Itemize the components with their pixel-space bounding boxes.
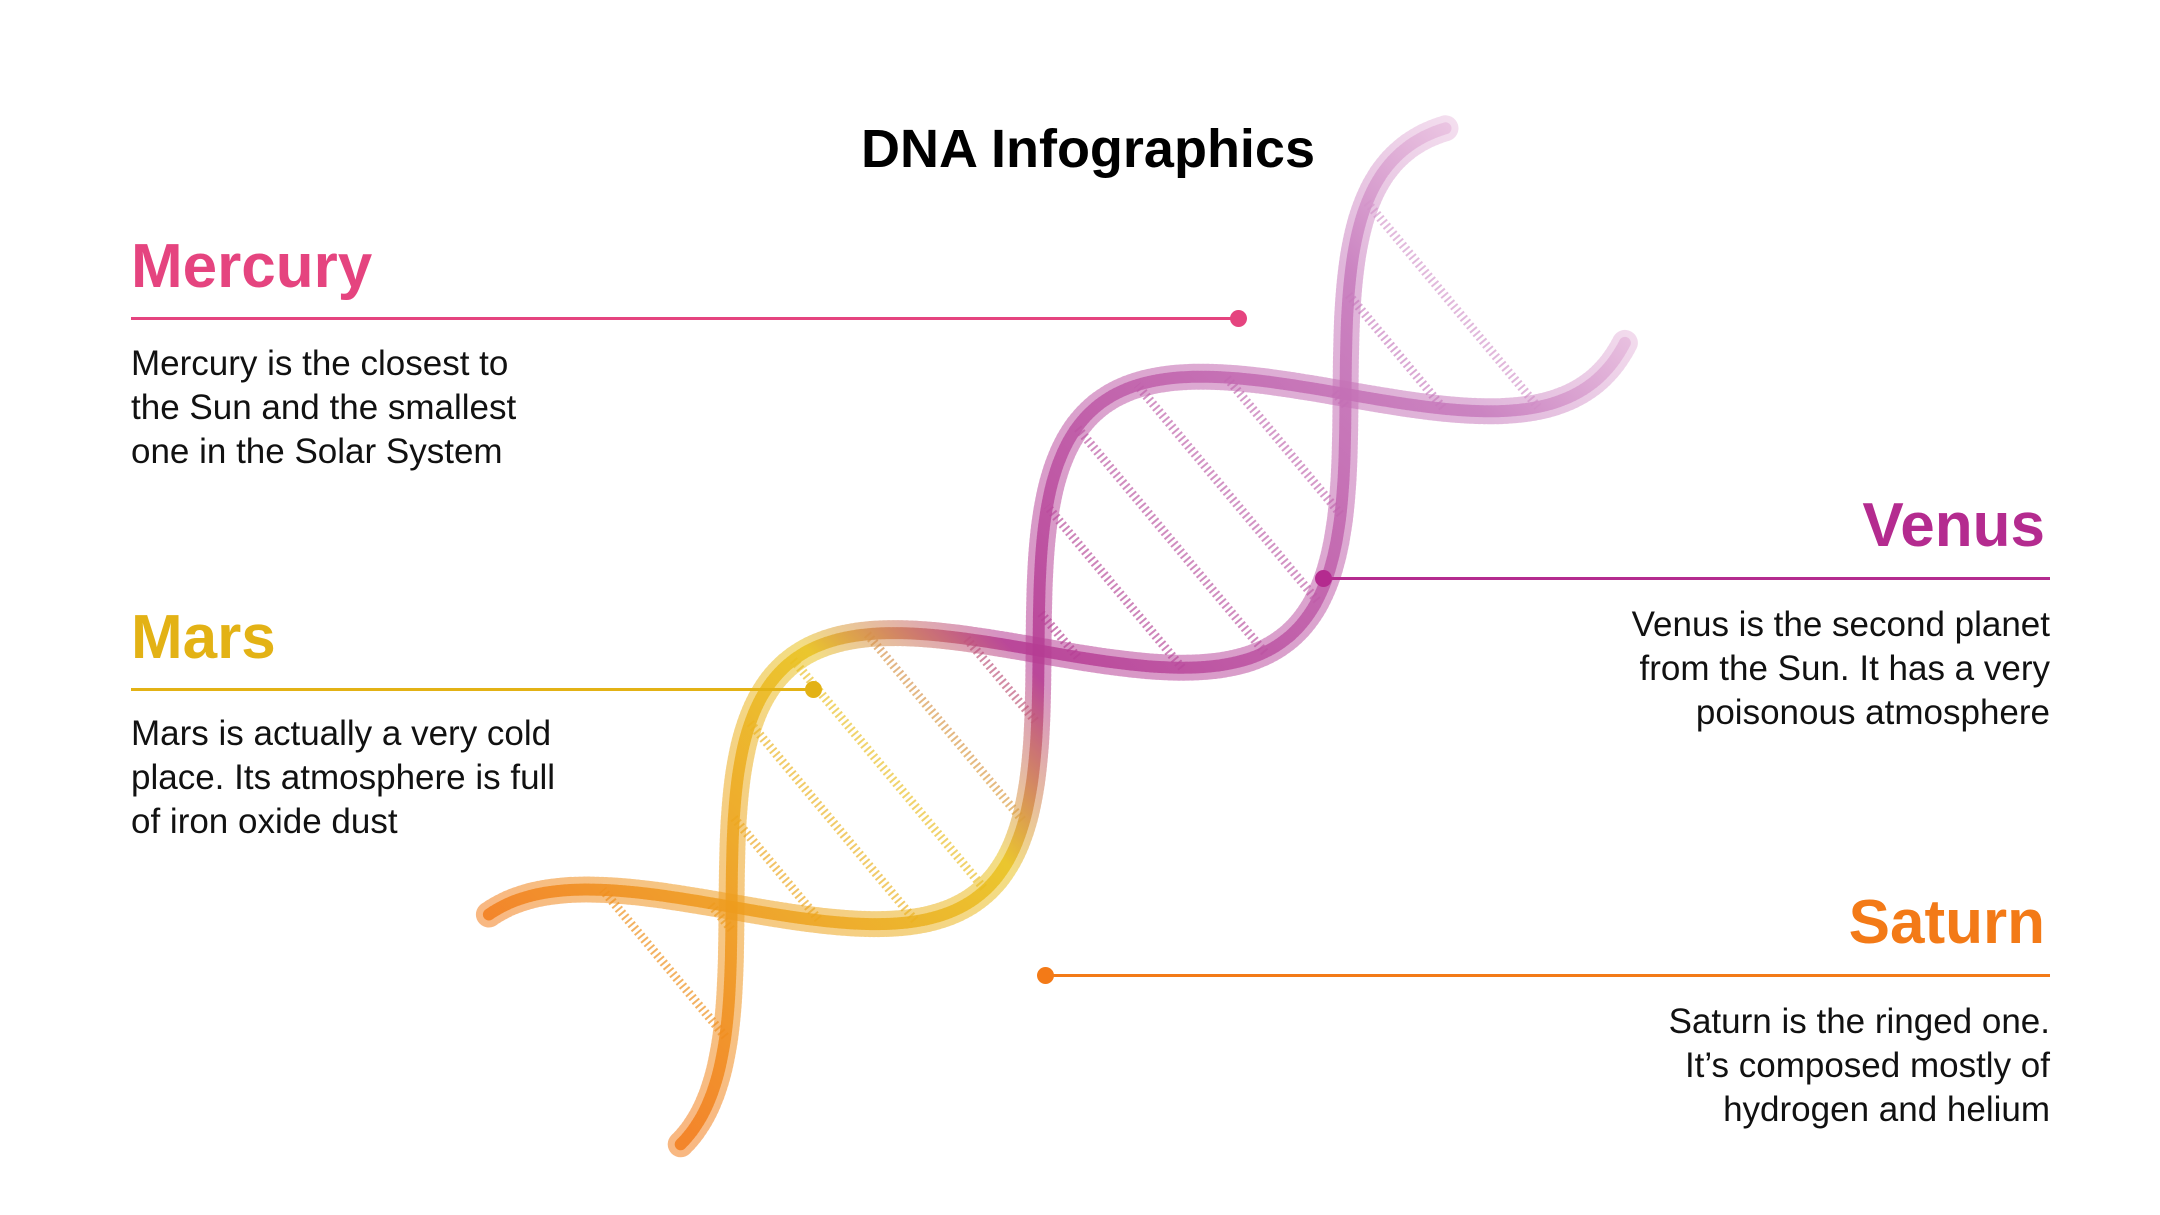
base-pair-rung (746, 720, 920, 925)
saturn-heading: Saturn (1848, 888, 2045, 957)
page-title: DNA Infographics (860, 119, 1316, 179)
venus-connector-line (1330, 577, 2050, 580)
base-pair-rung (1133, 382, 1321, 604)
mercury-connector-line (131, 317, 1239, 320)
venus-connector-dot (1315, 570, 1332, 587)
mars-connector-line (131, 688, 814, 691)
mars-description: Mars is actually a very cold place. Its … (131, 714, 556, 841)
dna-strands (475, 115, 1638, 1158)
mercury-connector-dot (1230, 310, 1247, 327)
helix-strand (482, 336, 1631, 931)
mercury-heading: Mercury (131, 232, 373, 301)
base-pair-rung (730, 815, 823, 924)
base-pair-rung (599, 886, 729, 1040)
saturn-connector-dot (1037, 967, 1054, 984)
saturn-description: Saturn is the ringed one. It’s composed … (1668, 1002, 2050, 1129)
base-pair-rung (1073, 424, 1269, 656)
base-pair-rung (1043, 503, 1186, 671)
base-pair-rung (863, 631, 1028, 825)
base-pair-rung (789, 657, 989, 893)
base-pair-rung (1363, 199, 1542, 410)
saturn-connector-line (1052, 974, 2050, 977)
venus-description: Venus is the second planet from the Sun.… (1631, 605, 2050, 732)
mercury-description: Mercury is the closest to the Sun and th… (131, 344, 517, 471)
venus-heading: Venus (1862, 491, 2045, 560)
mars-connector-dot (805, 681, 822, 698)
helix-strand (674, 122, 1452, 1151)
mars-heading: Mars (131, 603, 276, 672)
